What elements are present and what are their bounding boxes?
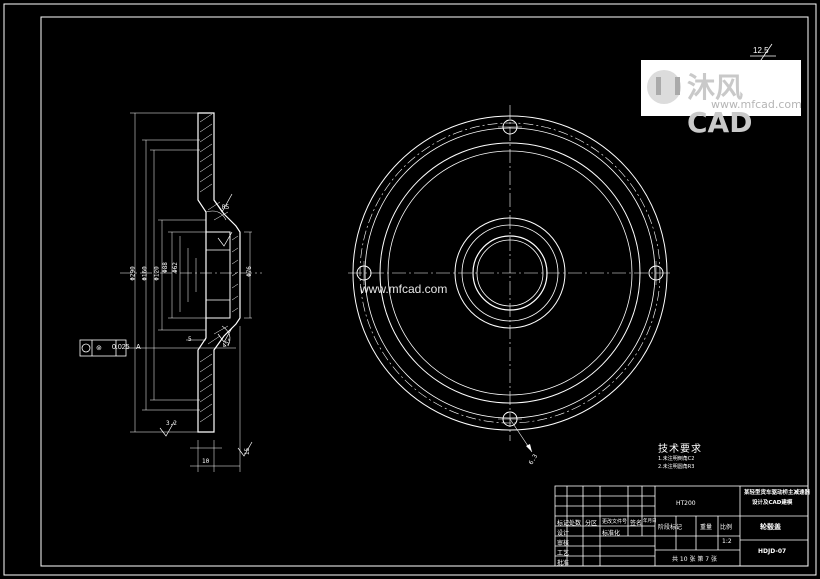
standard-label: 标准化 [602, 530, 621, 537]
dim-label: Φ290 [129, 266, 137, 281]
section-view [79, 112, 262, 472]
drawing-number: HDJD-07 [758, 548, 787, 555]
dim-label: 10 [202, 458, 210, 465]
front-view [348, 105, 672, 453]
project-title-line2: 设计及CAD建模 [752, 500, 793, 506]
row-label: 批准 [557, 560, 570, 567]
header-label: 处数 [569, 520, 582, 527]
dim-label: Φ88 [161, 262, 169, 273]
tolerance-datum: A [136, 344, 141, 351]
stage-label: 阶段标记 [658, 524, 683, 531]
technical-requirement-item: 2.未注明圆角R3 [658, 464, 695, 470]
header-label: 更改文件号 [602, 519, 628, 525]
material-text: HT200 [676, 500, 696, 507]
scale-label: 比例 [720, 524, 733, 531]
dim-label: Φ160 [141, 266, 149, 281]
row-label: 设计 [557, 530, 570, 537]
dim-label: Φ120 [153, 266, 161, 281]
scale-value: 1:2 [722, 538, 732, 545]
header-label: 分区 [585, 520, 598, 527]
watermark-brand: 沐风CAD [687, 71, 753, 139]
dim-label: 3.2 [166, 420, 177, 427]
center-watermark: www.mfcad.com [360, 282, 448, 296]
project-title-line1: 某轻型货车驱动桥主减速器 [744, 490, 811, 496]
header-label: 签名 [630, 520, 643, 527]
part-name: 轮毂盖 [760, 523, 781, 531]
runout-icon: ⊚ [96, 345, 102, 352]
technical-requirement-item: 1.未注明倒角C2 [658, 456, 695, 462]
outer-border [3, 3, 817, 576]
header-label: 标记 [557, 520, 570, 527]
title-block-frame [554, 485, 809, 567]
header-label: 年月日 [643, 519, 657, 524]
sheet-count: 共 10 张 第 7 张 [672, 556, 717, 563]
roughness-value: 12.5 [753, 46, 769, 55]
dim-label: 5 [188, 336, 192, 343]
watermark-url: www.mfcad.com [711, 98, 802, 111]
tolerance-value: 0.025 [112, 344, 130, 351]
row-label: 工艺 [557, 550, 570, 557]
watermark-box: 沐风CAD www.mfcad.com [641, 60, 802, 139]
dim-label: 15 [244, 447, 252, 456]
dim-label: Φ62 [171, 262, 179, 273]
dim-label: R5 [222, 204, 230, 211]
row-label: 审核 [557, 540, 570, 547]
technical-requirements-title: 技术要求 [658, 444, 702, 455]
mfcad-logo-icon [647, 70, 681, 104]
weight-label: 重量 [700, 524, 713, 531]
inner-border [40, 16, 809, 567]
dim-label: Φ76 [245, 266, 253, 277]
